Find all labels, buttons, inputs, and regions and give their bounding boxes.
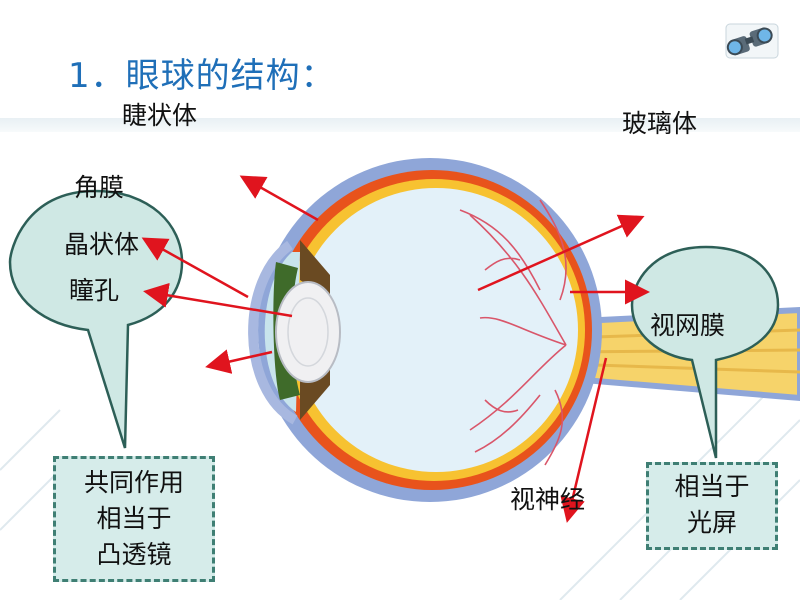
label-lens: 晶状体: [64, 230, 140, 259]
label-retina: 视网膜: [650, 311, 726, 340]
note-right-line2: 光屏: [686, 508, 737, 537]
binoculars-icon: [725, 23, 779, 59]
label-optic-nerve: 视神经: [510, 485, 586, 514]
arrow-ciliary: [239, 175, 319, 222]
note-right-line1: 相当于: [674, 472, 750, 501]
arrow-cornea: [205, 349, 273, 374]
arrow-pupil: [143, 282, 293, 318]
label-vitreous: 玻璃体: [622, 109, 698, 138]
page-title: 1．眼球的结构：: [68, 56, 336, 96]
label-cornea: 角膜: [74, 173, 125, 202]
lens: [275, 281, 341, 383]
speech-bubble-left: [8, 189, 184, 449]
label-pupil: 瞳孔: [69, 276, 120, 305]
header-band: [0, 118, 800, 132]
note-left-line2: 相当于: [96, 504, 172, 533]
retinal-vessels: [459, 199, 567, 466]
note-box-right: 相当于 光屏: [646, 462, 778, 550]
arrow-lens: [141, 237, 249, 299]
cornea: [248, 240, 298, 425]
note-left-line3: 凸透镜: [96, 540, 172, 569]
arrow-optic-nerve: [560, 357, 608, 523]
note-left-line1: 共同作用: [83, 468, 184, 497]
note-box-left: 共同作用 相当于 凸透镜: [53, 456, 215, 582]
arrow-vitreous: [477, 214, 645, 292]
lens-rings: [287, 297, 329, 367]
label-ciliary-body: 睫状体: [122, 101, 198, 130]
